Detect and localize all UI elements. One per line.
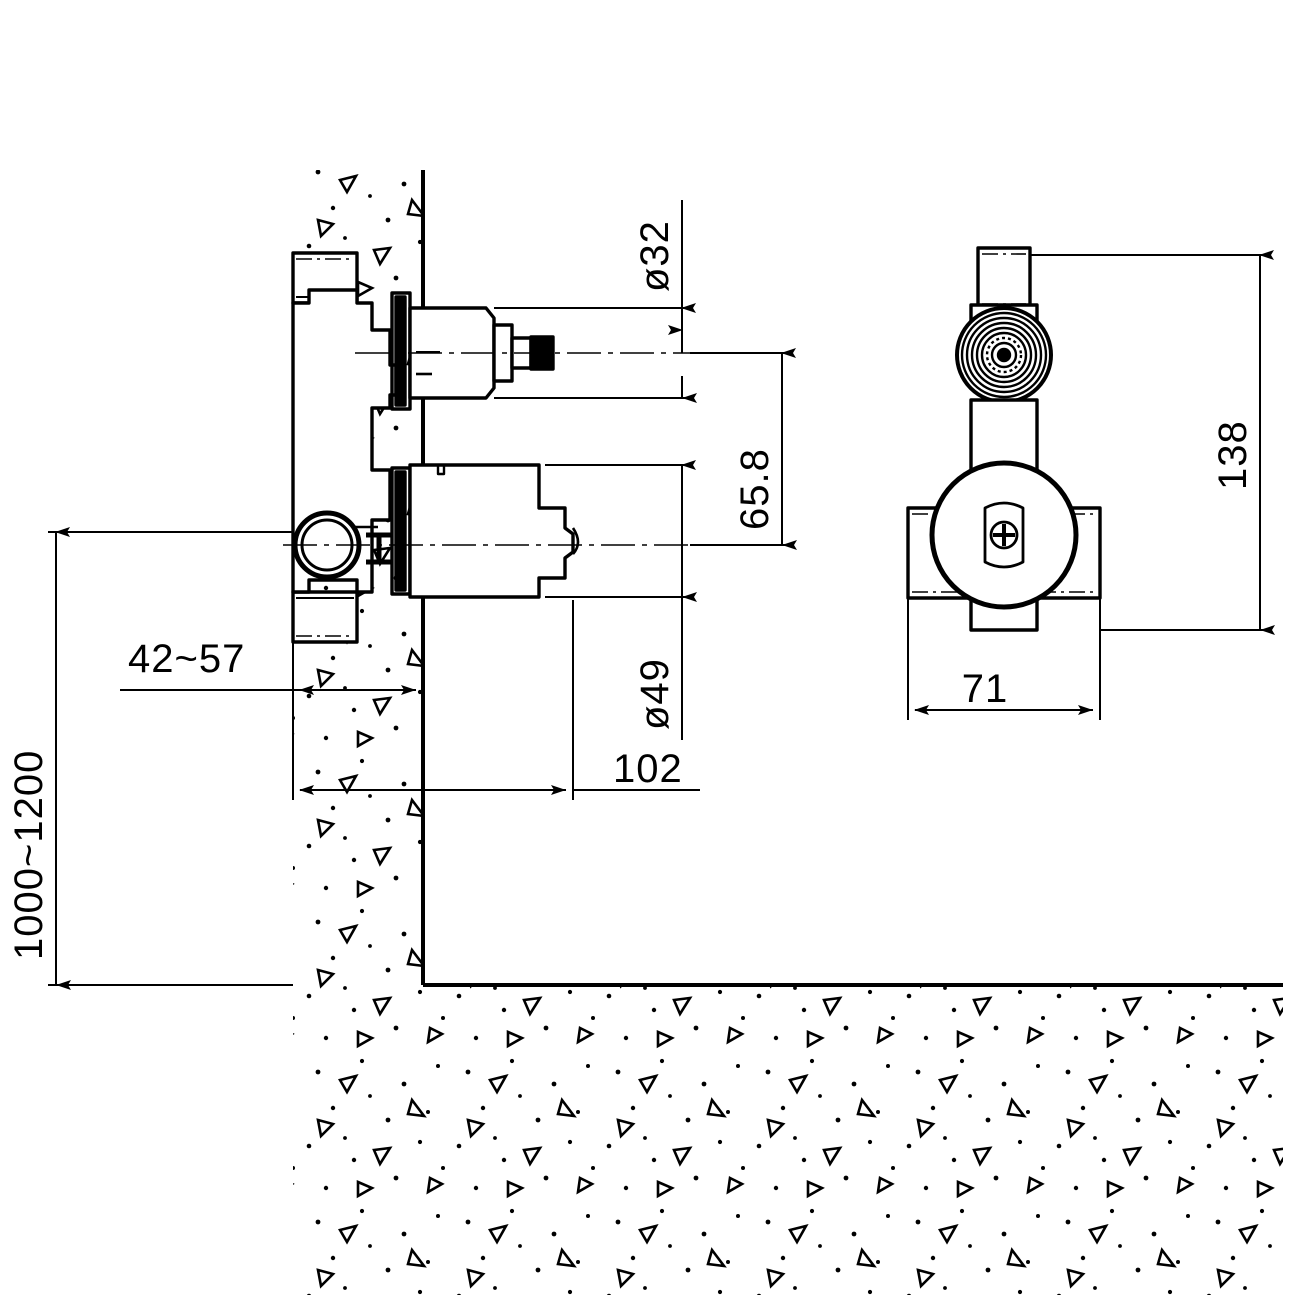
- dim-label-138: 138: [1211, 420, 1255, 490]
- bottom-inlet-pipe: [291, 590, 359, 644]
- dim-label-diameter-32: ø32: [633, 220, 677, 292]
- floor-slab-hatch: [293, 985, 1283, 1295]
- temperature-handle-rings: [955, 306, 1053, 404]
- outlet-body: [408, 463, 575, 599]
- dim-label-102: 102: [613, 747, 683, 791]
- dim-diameter-32: [494, 200, 697, 403]
- dim-spacing-65-8: [690, 348, 797, 550]
- dim-label-42-57: 42~57: [128, 637, 245, 681]
- dim-label-65-8: 65.8: [733, 448, 777, 530]
- upper-flange-plate: [394, 295, 407, 407]
- dim-diameter-49: [545, 460, 697, 740]
- dim-label-diameter-49: ø49: [633, 658, 677, 730]
- dim-height-1000-1200: [48, 527, 293, 990]
- dim-label-71: 71: [962, 667, 1009, 711]
- dim-recess-42-57: [120, 545, 416, 700]
- lower-flange-plate: [394, 470, 407, 592]
- side-view-valve: [291, 251, 580, 644]
- dim-front-width-71: [907, 598, 1101, 720]
- h-mark: [366, 532, 392, 565]
- dim-depth-102: [292, 600, 700, 800]
- side-view-centrelines: [283, 352, 700, 546]
- front-view-valve: [906, 246, 1102, 632]
- dim-front-height-138: [1030, 250, 1275, 635]
- dim-label-1000-1200: 1000~1200: [7, 750, 51, 960]
- front-top-pipe: [976, 246, 1032, 312]
